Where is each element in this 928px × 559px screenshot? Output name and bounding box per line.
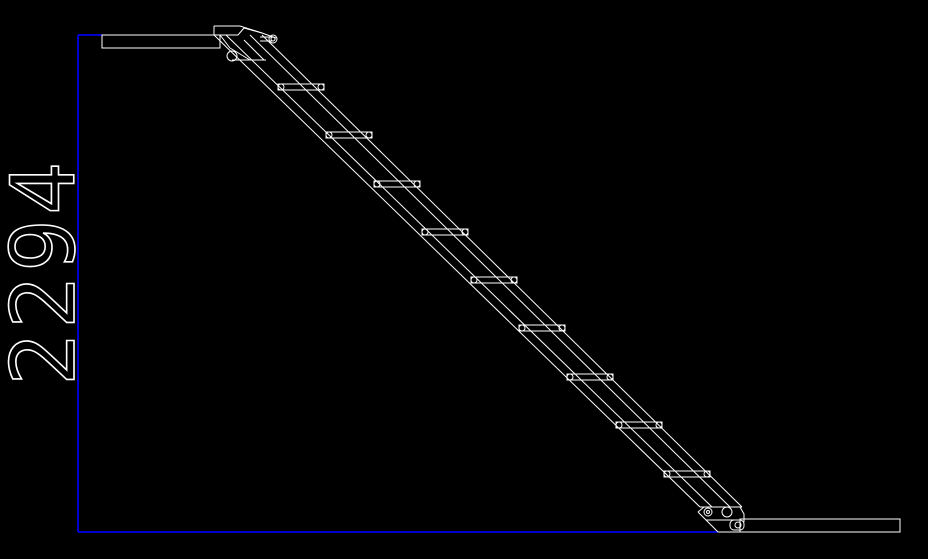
rung: [470, 276, 518, 284]
bottom-bracket: [697, 506, 745, 533]
rung: [518, 324, 566, 332]
height-dimension: [77, 34, 718, 533]
rung: [615, 421, 663, 429]
stringer-right-inner: [249, 34, 731, 508]
ladder-drawing: [101, 25, 901, 533]
rung: [663, 470, 711, 478]
top-platform-bar: [101, 34, 221, 49]
top-bracket: [213, 25, 278, 62]
rung: [421, 228, 469, 236]
stringer-left-outer: [213, 34, 701, 508]
bottom-platform-bar: [739, 518, 901, 533]
stringer-right-outer: [261, 34, 743, 508]
rungs: [277, 83, 711, 478]
rung: [277, 83, 325, 91]
stringer-left-inner: [225, 34, 713, 508]
rung: [325, 131, 373, 139]
rung: [373, 180, 421, 188]
rung: [566, 373, 614, 381]
dimension-value-label: 2294: [0, 158, 95, 386]
